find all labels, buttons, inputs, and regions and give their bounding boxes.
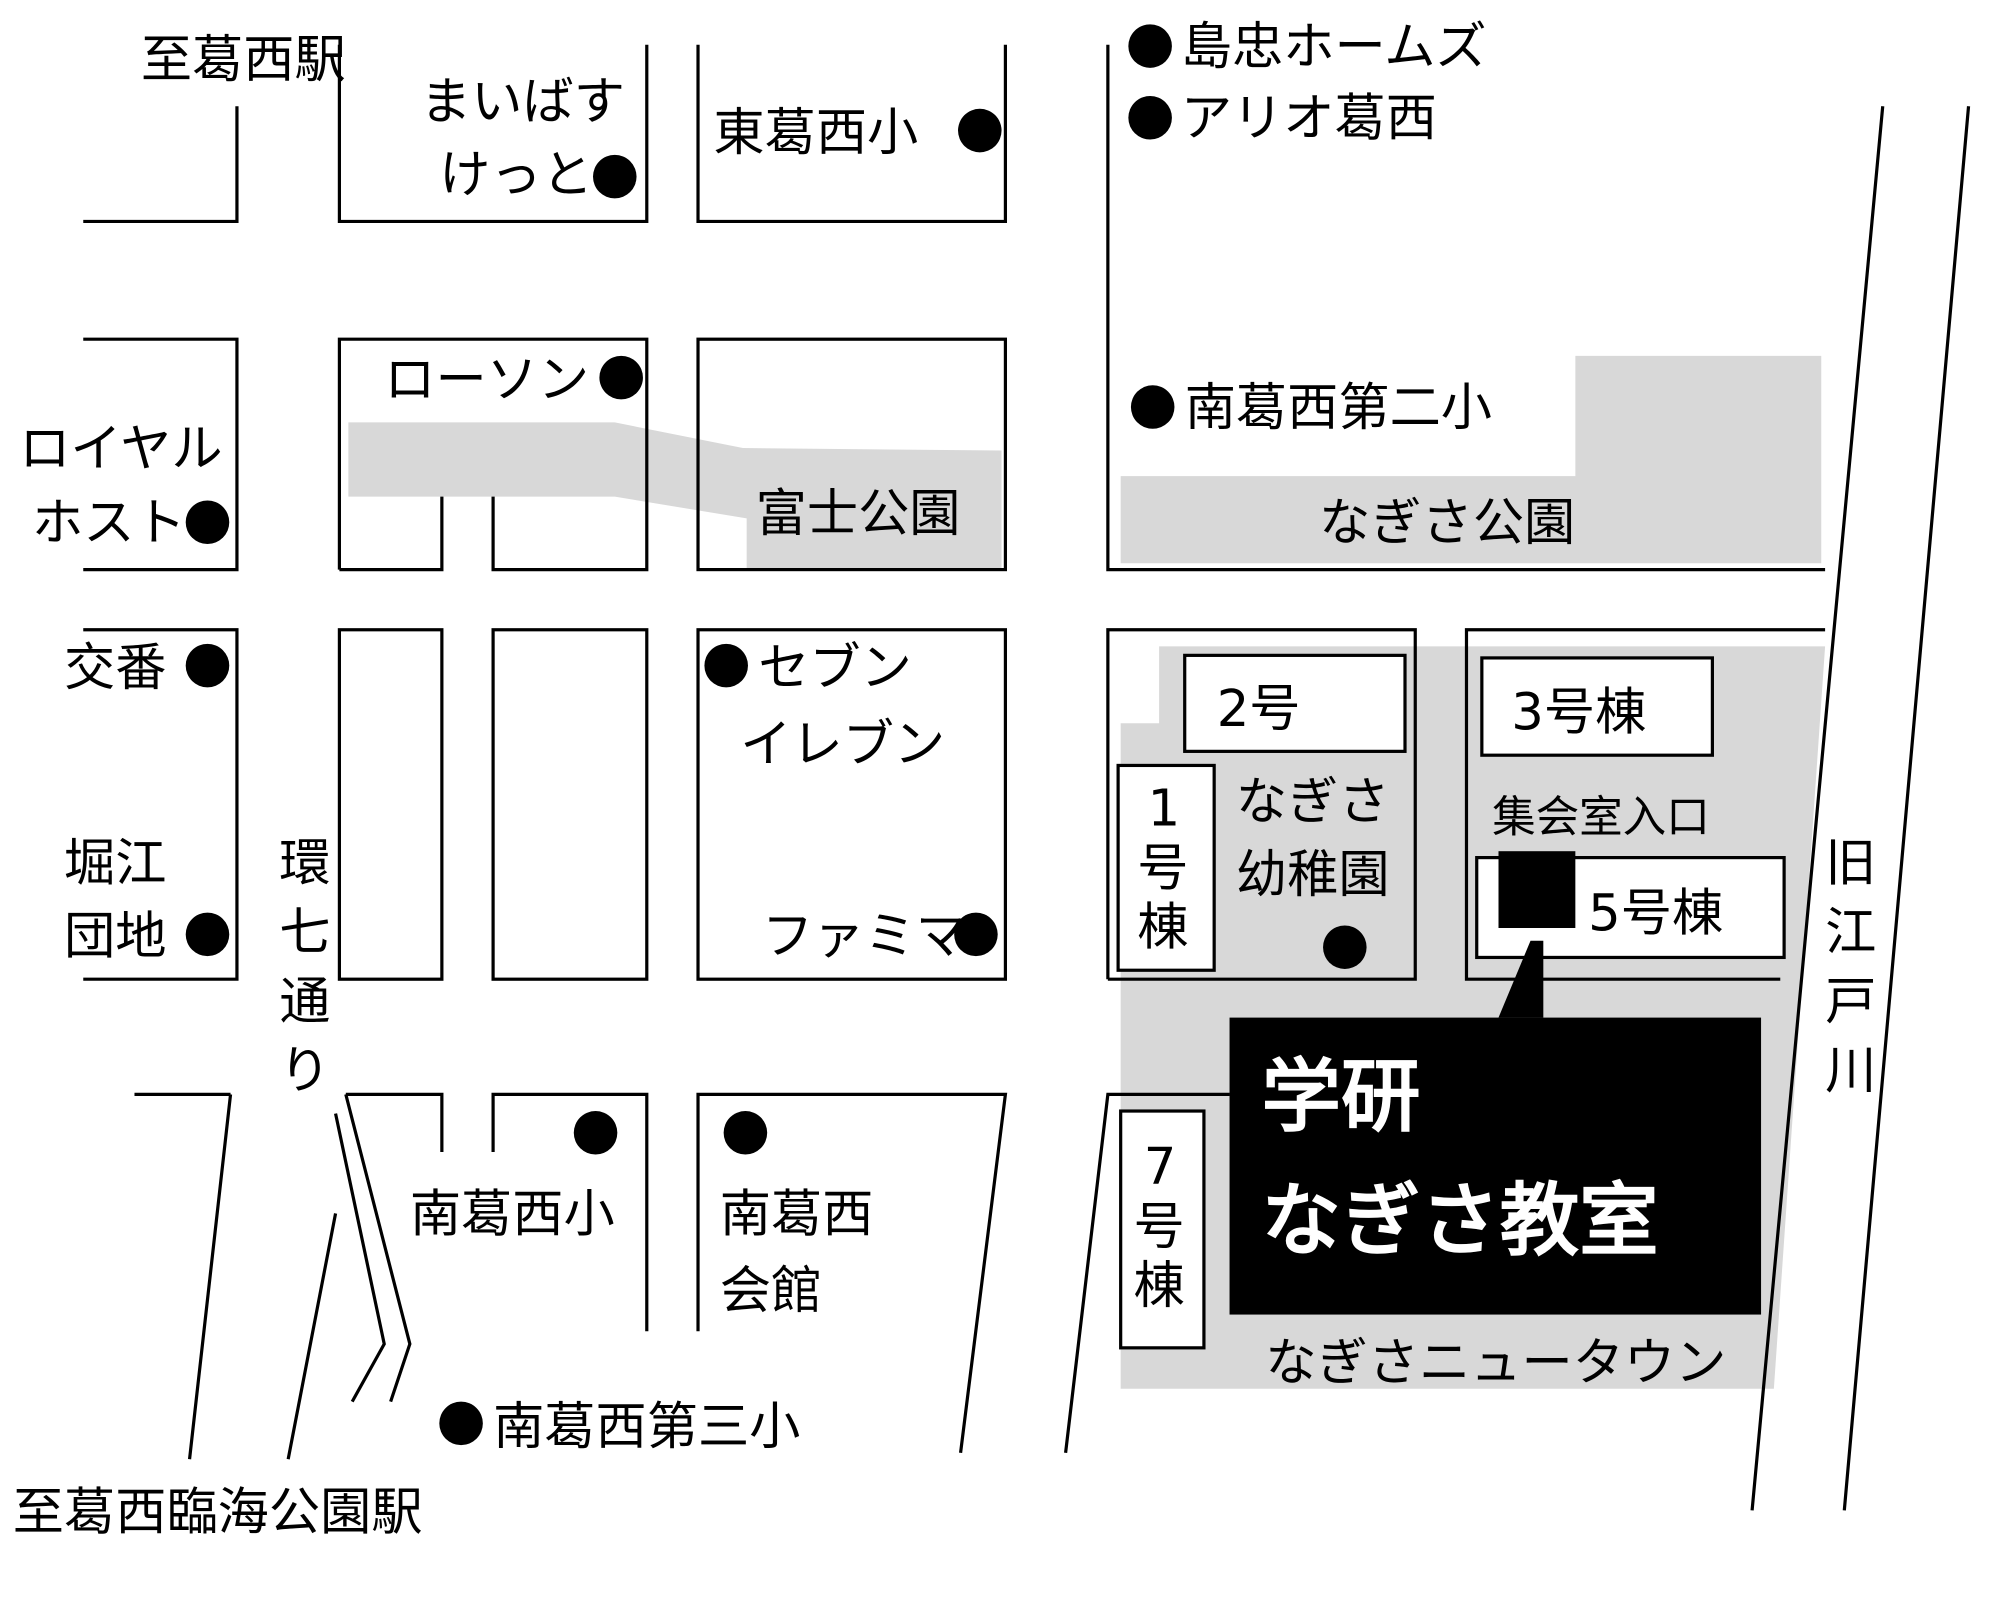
- label-minami-kasai-elem: 南葛西小: [410, 1184, 615, 1244]
- label-maibasket-2: けっと: [439, 145, 593, 205]
- label-building-5: 5号棟: [1588, 884, 1723, 944]
- label-ario: アリオ葛西: [1181, 89, 1437, 149]
- label-seven-2: イレブン: [740, 715, 945, 775]
- label-to-kasai-station: 至葛西駅: [141, 30, 346, 90]
- label-kan7: 七: [279, 903, 330, 963]
- label-meeting-entrance: 集会室入口: [1492, 793, 1710, 843]
- label-river: 川: [1825, 1041, 1876, 1101]
- entrance-marker: [1498, 851, 1576, 928]
- nagisa-park-area: [1120, 355, 1822, 564]
- label-building-3: 3号棟: [1511, 683, 1646, 743]
- label-koban: 交番: [64, 638, 166, 698]
- label-minami-kasai-hall-2: 会館: [720, 1261, 822, 1321]
- label-shimachu: 島忠ホームズ: [1181, 17, 1487, 77]
- label-building-1: 号: [1137, 839, 1188, 899]
- label-kan7: 通: [279, 972, 330, 1032]
- street-grid: [83, 44, 1971, 1511]
- label-new-town: なぎさニュータウン: [1265, 1333, 1726, 1393]
- label-minami-kasai-hall: 南葛西: [720, 1184, 874, 1244]
- label-kindergarten: なぎさ: [1236, 772, 1390, 832]
- school-callout: [1229, 1017, 1762, 1315]
- label-minami-kasai-2: 南葛西第二小: [1185, 378, 1492, 438]
- label-minami-kasai-3: 南葛西第三小: [493, 1397, 800, 1457]
- building-2: [1183, 653, 1407, 753]
- label-horie: 堀江: [64, 834, 166, 894]
- building-1: [1116, 763, 1216, 972]
- label-higashi-kasai-elem: 東葛西小: [713, 103, 918, 163]
- fuji-park-area: [348, 422, 1002, 570]
- label-building-7: 号: [1133, 1197, 1184, 1257]
- label-building-7: 棟: [1133, 1256, 1184, 1316]
- label-fuji-park: 富士公園: [756, 484, 961, 544]
- callout-pointer: [1498, 940, 1544, 1018]
- label-familymart: ファミマ: [762, 907, 967, 967]
- landmark-dots: [185, 24, 1367, 1446]
- label-building-7: 7: [1144, 1137, 1177, 1197]
- label-building-1: 1: [1148, 779, 1181, 839]
- label-kan7: 環: [279, 834, 330, 894]
- building-3: [1480, 656, 1714, 757]
- label-lawson: ローソン: [384, 350, 589, 410]
- label-royal-host-2: ホスト: [32, 493, 186, 553]
- label-building-2: 2号: [1217, 679, 1301, 739]
- label-river: 江: [1825, 903, 1876, 963]
- label-horie-2: 団地: [64, 907, 166, 967]
- label-to-rinkai-station: 至葛西臨海公園駅: [13, 1483, 423, 1543]
- label-maibasket: まいばす: [420, 72, 625, 132]
- label-building-1: 棟: [1137, 898, 1188, 958]
- label-kindergarten-2: 幼稚園: [1236, 845, 1390, 905]
- label-kan7: り: [279, 1041, 330, 1101]
- label-royal-host: ロイヤル: [19, 419, 222, 479]
- label-seven: セブン: [758, 638, 912, 698]
- label-river: 戸: [1825, 972, 1876, 1032]
- label-nagisa-park: なぎさ公園: [1319, 493, 1575, 553]
- school-classroom: なぎさ教室: [1262, 1174, 1659, 1267]
- building-7: [1119, 1109, 1206, 1350]
- label-river: 旧: [1825, 834, 1876, 894]
- school-name: 学研: [1262, 1050, 1421, 1143]
